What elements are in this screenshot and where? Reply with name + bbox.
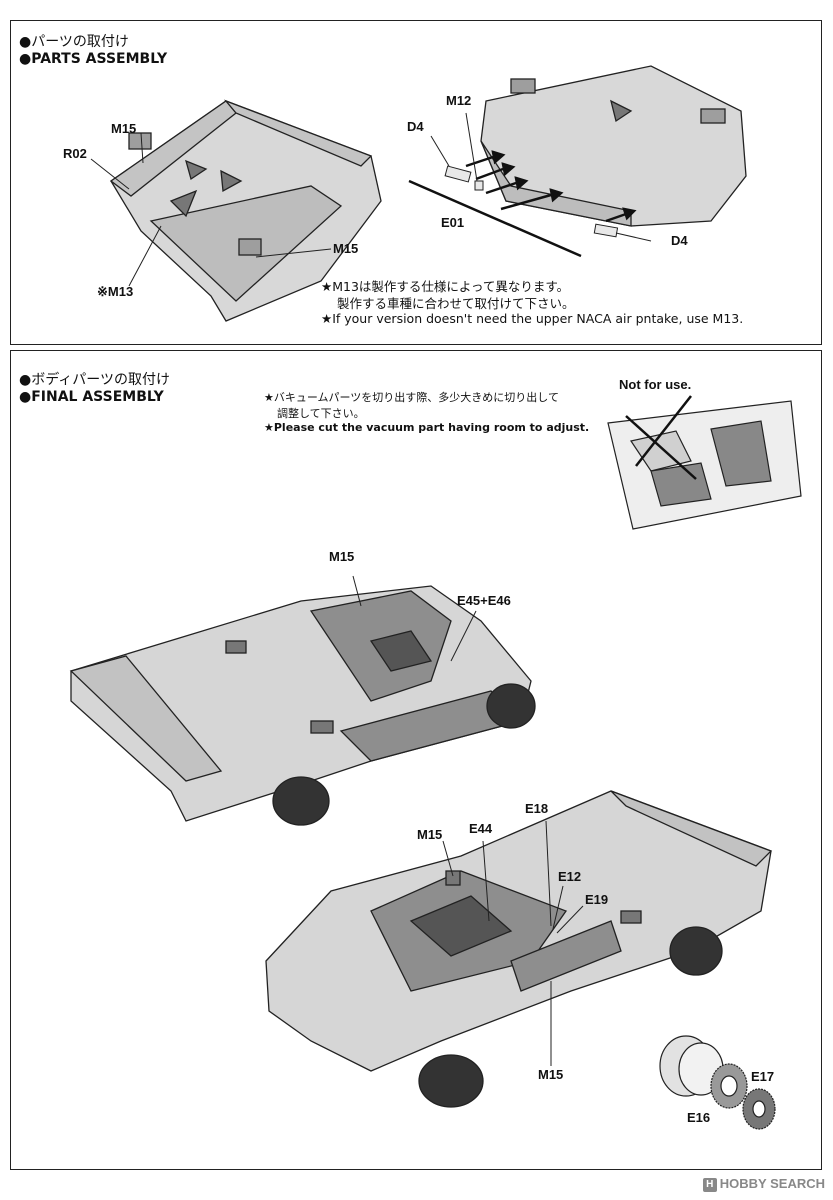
label-d4-left: D4 (407, 119, 424, 134)
label-m15-top: M15 (111, 121, 137, 136)
parts-leader-lines-left (90, 132, 332, 287)
section1-title-jp: ●パーツの取付け (19, 34, 129, 50)
label-m15-a: M15 (329, 549, 355, 564)
label-e12: E12 (558, 869, 582, 884)
note-vacuum-jp-line1: ★バキュームパーツを切り出す際、多少大きめに切り出して (264, 391, 559, 404)
parts-assembly-panel: ●パーツの取付け ●PARTS ASSEMBLY (10, 20, 822, 345)
rear-body-underside-illustration (109, 99, 382, 322)
assembly-arrows (465, 150, 637, 223)
car-upper-illustration (69, 585, 536, 826)
label-m12: M12 (446, 93, 472, 108)
note-vacuum-en: ★Please cut the vacuum part having room … (264, 421, 590, 434)
parts-assembly-drawing (90, 65, 747, 322)
label-m15-b: M15 (417, 827, 443, 842)
section2-title-jp: ●ボディパーツの取付け (19, 372, 170, 388)
label-m13: ※M13 (97, 284, 134, 299)
section1-title-en: ●PARTS ASSEMBLY (19, 51, 168, 67)
section2-title-en: ●FINAL ASSEMBLY (19, 389, 164, 405)
label-m15-bottom: M15 (333, 241, 359, 256)
final-assembly-drawing (69, 395, 802, 1130)
label-m15-c: M15 (538, 1067, 564, 1082)
e01-sprue-rod (408, 179, 582, 258)
car-lower-illustration (265, 790, 773, 1108)
part-d4-left (444, 165, 472, 183)
not-for-use-label: Not for use. (619, 377, 692, 392)
watermark-text: HOBBY SEARCH (719, 1176, 825, 1192)
note-m13-en: ★If your version doesn't need the upper … (321, 311, 744, 326)
final-assembly-panel: ●ボディパーツの取付け ●FINAL ASSEMBLY ★バキュームパーツを切り… (10, 350, 822, 1170)
not-for-use-cross (625, 395, 697, 480)
parts-leader-lines-right (430, 112, 652, 242)
label-e01: E01 (441, 215, 465, 230)
leaders-car-lower (442, 820, 584, 1066)
part-d4-right (593, 223, 619, 238)
note-m13-jp-line1: ★M13は製作する仕様によって異なります。 (321, 279, 570, 294)
label-e19: E19 (585, 892, 609, 907)
label-e18: E18 (525, 801, 549, 816)
leaders-car-upper (352, 575, 477, 662)
front-body-illustration (480, 65, 747, 227)
label-d4-right: D4 (671, 233, 688, 248)
part-m12 (474, 180, 484, 191)
label-e44: E44 (469, 821, 493, 836)
label-e17: E17 (751, 1069, 775, 1084)
watermark-badge-icon: H (702, 1178, 717, 1192)
vacuum-sheet-illustration (607, 400, 802, 530)
label-e45-e46: E45+E46 (457, 593, 511, 608)
wheel-exploded-illustration (659, 1035, 776, 1130)
label-e16: E16 (687, 1110, 711, 1125)
note-vacuum-jp-line2: 調整して下さい。 (277, 407, 365, 420)
label-r02: R02 (63, 146, 87, 161)
note-m13-jp-line2: 製作する車種に合わせて取付けて下さい。 (337, 296, 575, 311)
